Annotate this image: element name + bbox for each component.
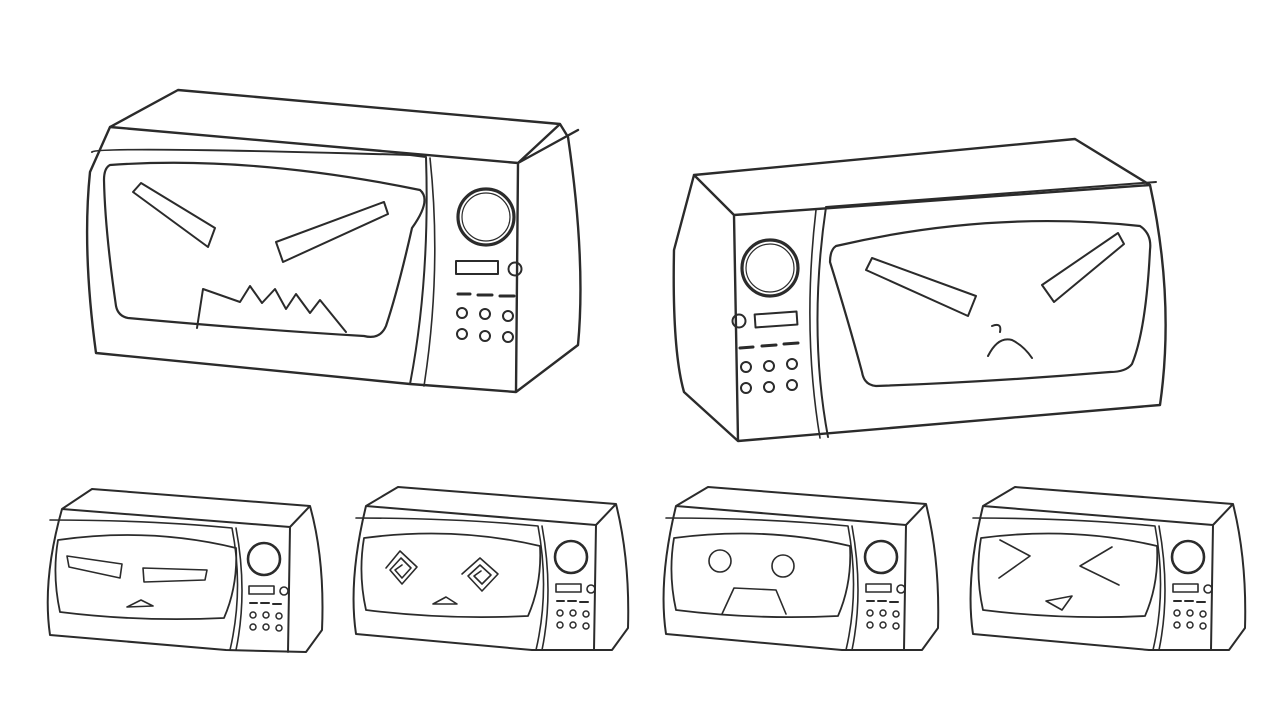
dial-knob xyxy=(740,238,800,298)
eye-left-squint xyxy=(998,539,1031,579)
display-screen xyxy=(1172,583,1199,593)
microwave-shocked xyxy=(662,486,940,651)
eye-right-squint xyxy=(1079,546,1120,586)
mouth-small-triangle xyxy=(126,599,154,608)
control-panel-divider xyxy=(809,209,821,439)
window-frame xyxy=(102,161,426,338)
keypad-bars xyxy=(556,600,589,603)
dial-knob xyxy=(553,539,589,575)
keypad-bars xyxy=(456,292,516,298)
display-screen xyxy=(455,260,499,275)
display-screen xyxy=(248,585,275,595)
door-panel xyxy=(816,181,1157,438)
start-button xyxy=(279,586,289,596)
mouth-frown xyxy=(987,323,1033,359)
keypad-buttons xyxy=(249,611,283,632)
eye-right xyxy=(275,201,389,263)
keypad-bars xyxy=(249,602,282,605)
microwave-body xyxy=(46,488,324,653)
mouth-teeth xyxy=(196,285,347,333)
microwave-unimpressed xyxy=(46,488,324,653)
mouth-small-triangle xyxy=(1045,595,1073,611)
keypad-bars xyxy=(738,341,800,350)
start-button xyxy=(586,584,596,594)
door-panel xyxy=(49,519,243,651)
door-panel xyxy=(665,517,859,651)
microwave-annoyed-frown xyxy=(672,137,1167,443)
eye-right xyxy=(1041,232,1125,303)
keypad-bars xyxy=(1173,600,1206,603)
dial-knob xyxy=(456,187,516,247)
eye-left xyxy=(66,555,123,579)
eye-left xyxy=(865,257,977,317)
keypad-buttons xyxy=(740,358,798,394)
keypad-buttons xyxy=(866,609,900,630)
door-panel xyxy=(355,517,549,651)
microwave-body xyxy=(85,88,582,394)
eye-left-spiral xyxy=(385,550,418,585)
display-screen xyxy=(865,583,892,593)
eye-left xyxy=(708,549,732,573)
control-panel-divider xyxy=(423,157,436,387)
dial-knob xyxy=(1170,539,1206,575)
eye-right-spiral xyxy=(461,557,499,592)
eye-right xyxy=(771,554,795,578)
display-screen xyxy=(753,310,799,329)
start-button xyxy=(896,584,906,594)
start-button xyxy=(731,313,747,329)
window-frame xyxy=(828,220,1152,388)
eye-right xyxy=(142,567,208,583)
dial-knob xyxy=(863,539,899,575)
keypad-buttons xyxy=(1173,609,1207,630)
dial-inner xyxy=(745,243,795,293)
microwave-squint xyxy=(969,486,1247,651)
display-screen xyxy=(555,583,582,593)
keypad-buttons xyxy=(556,609,590,630)
start-button xyxy=(1203,584,1213,594)
window-frame xyxy=(360,532,542,619)
microwave-body xyxy=(672,137,1167,443)
door-panel xyxy=(972,517,1166,651)
window-frame xyxy=(54,534,238,621)
eye-left xyxy=(132,182,216,248)
dial-knob xyxy=(246,541,282,577)
mouth-small-triangle xyxy=(432,596,458,605)
keypad-buttons xyxy=(456,307,514,343)
microwave-dizzy xyxy=(352,486,630,651)
start-button xyxy=(507,261,523,277)
window-frame xyxy=(977,532,1159,619)
mouth-open-gasp xyxy=(721,587,787,615)
dial-inner xyxy=(461,192,511,242)
keypad-bars xyxy=(866,600,899,603)
window-frame xyxy=(670,532,852,619)
microwave-angry-teeth xyxy=(85,88,582,394)
door-panel xyxy=(91,148,428,385)
